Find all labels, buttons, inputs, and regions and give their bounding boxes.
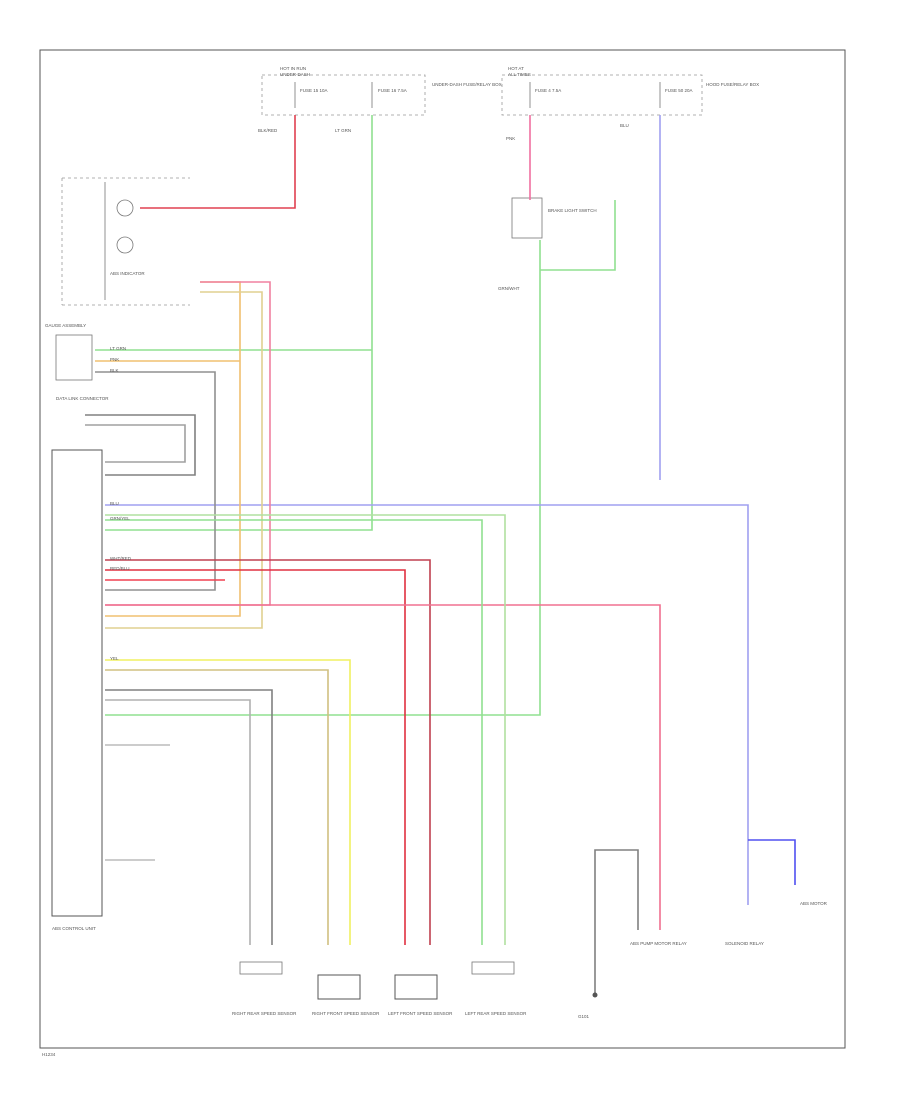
- motor-label: ABS MOTOR: [800, 901, 828, 906]
- wire-label-pnk: PNK: [506, 136, 515, 141]
- wire-blk-red: [140, 115, 296, 209]
- indicator-lamp-icon-2: [116, 236, 134, 254]
- gauge-assembly-label: GAUGE ASSEMBLY: [45, 323, 86, 328]
- wire-gray-rr-1: [105, 689, 273, 945]
- wire-gray-abs-2: [85, 424, 186, 463]
- abs-module-label: ABS CONTROL UNIT: [52, 926, 96, 931]
- right-rear-speed-sensor: RIGHT REAR SPEED SENSOR: [232, 961, 297, 1016]
- fuse-1-label: FUSE 15 10A: [300, 88, 328, 93]
- fuse-2-label: FUSE 16 7.5A: [378, 88, 407, 93]
- diagram-frame: [39, 49, 846, 1049]
- wire-red-lf-2: [105, 559, 431, 945]
- wire-grn-wht: [105, 240, 541, 716]
- abs-indicator-label: ABS INDICATOR: [110, 271, 145, 276]
- ground-icon: [592, 992, 598, 998]
- rf-sensor-label: RIGHT FRONT SPEED SENSOR: [312, 1011, 380, 1016]
- abs-control-unit: ABS CONTROL UNIT: [51, 449, 170, 931]
- wire-label-blk-abs: BLK: [110, 368, 119, 373]
- fuse-left-sub: UNDER-DASH: [280, 72, 310, 77]
- lf-sensor-label: LEFT FRONT SPEED SENSOR: [388, 1011, 453, 1016]
- fuse-right-label: FUSE 4 7.5A: [535, 88, 561, 93]
- wire-gray-abs: [85, 414, 196, 476]
- wire-yel-rf-2: [105, 669, 329, 945]
- left-front-speed-sensor: LEFT FRONT SPEED SENSOR: [388, 974, 453, 1016]
- wire-grn-lr-1: [105, 519, 483, 945]
- data-link-label: DATA LINK CONNECTOR: [56, 396, 109, 401]
- wire-tan: [105, 291, 263, 629]
- wire-ground: [594, 849, 639, 995]
- pump-motor-label: ABS PUMP MOTOR RELAY: [630, 941, 687, 946]
- fuse-right2-label: FUSE 50 20A: [665, 88, 693, 93]
- wire-label-grn-yel-abs: GRN/YEL: [110, 516, 130, 521]
- data-link-connector: DATA LINK CONNECTOR: [55, 334, 109, 401]
- rr-sensor-label: RIGHT REAR SPEED SENSOR: [232, 1011, 297, 1016]
- wire-red-lf-1: [105, 569, 406, 945]
- left-rear-speed-sensor: LEFT REAR SPEED SENSOR: [465, 961, 527, 1016]
- wire-label-blu-abs: BLU: [110, 501, 119, 506]
- wire-gray-rr-2: [105, 699, 251, 945]
- wire-label-yel-abs: YEL: [110, 656, 119, 661]
- fuse-desc-right: HOOD FUSE/RELAY BOX: [706, 82, 759, 87]
- wire-grn-wht-2: [540, 200, 616, 271]
- wire-label-lt-grn-abs: LT GRN: [110, 346, 126, 351]
- indicator-lamp-icon: [116, 199, 134, 217]
- wire-gray: [95, 371, 216, 591]
- fuse-left-title: HOT IN RUN: [280, 66, 306, 71]
- brake-switch-label: BRAKE LIGHT SWITCH: [548, 208, 597, 213]
- brake-light-switch: BRAKE LIGHT SWITCH: [511, 197, 597, 239]
- wire-grn-lr-2: [105, 514, 506, 945]
- lr-sensor-label: LEFT REAR SPEED SENSOR: [465, 1011, 527, 1016]
- wire-yel-rf-1: [105, 659, 351, 945]
- solenoid-label: SOLENOID RELAY: [725, 941, 764, 946]
- wire-label-lt-grn: LT GRN: [335, 128, 351, 133]
- fuse-right-sub: ALL TIMES: [508, 72, 531, 77]
- fuse-box-label: UNDER-DASH FUSE/RELAY BOX: [432, 82, 502, 87]
- ground-label: G101: [578, 1014, 590, 1019]
- wire-label-red-blu-abs: RED/BLU: [110, 566, 130, 571]
- wire-label-pnk-abs: PNK: [110, 357, 119, 362]
- gauge-assembly: ABS INDICATOR GAUGE ASSEMBLY: [45, 177, 190, 328]
- fuse-block-right: HOT AT ALL TIMES FUSE 4 7.5A FUSE 50 20A…: [501, 66, 759, 116]
- wire-pink-relay: [105, 604, 661, 930]
- wire-blu-long: [105, 504, 749, 905]
- footer-code: H1234: [42, 1052, 56, 1057]
- wire-blu-motor: [748, 839, 796, 885]
- wire-label-blk-red: BLK/RED: [258, 128, 278, 133]
- fuse-block-left: HOT IN RUN UNDER-DASH FUSE 15 10A FUSE 1…: [261, 66, 502, 116]
- wire-label-blu: BLU: [620, 123, 629, 128]
- wire-label-grn-wht: GRN/WHT: [498, 286, 520, 291]
- fuse-right-title: HOT AT: [508, 66, 524, 71]
- wire-lt-grn-1: [105, 115, 373, 531]
- right-front-speed-sensor: RIGHT FRONT SPEED SENSOR: [312, 974, 380, 1016]
- wire-label-wht-red-abs: WHT/RED: [110, 556, 132, 561]
